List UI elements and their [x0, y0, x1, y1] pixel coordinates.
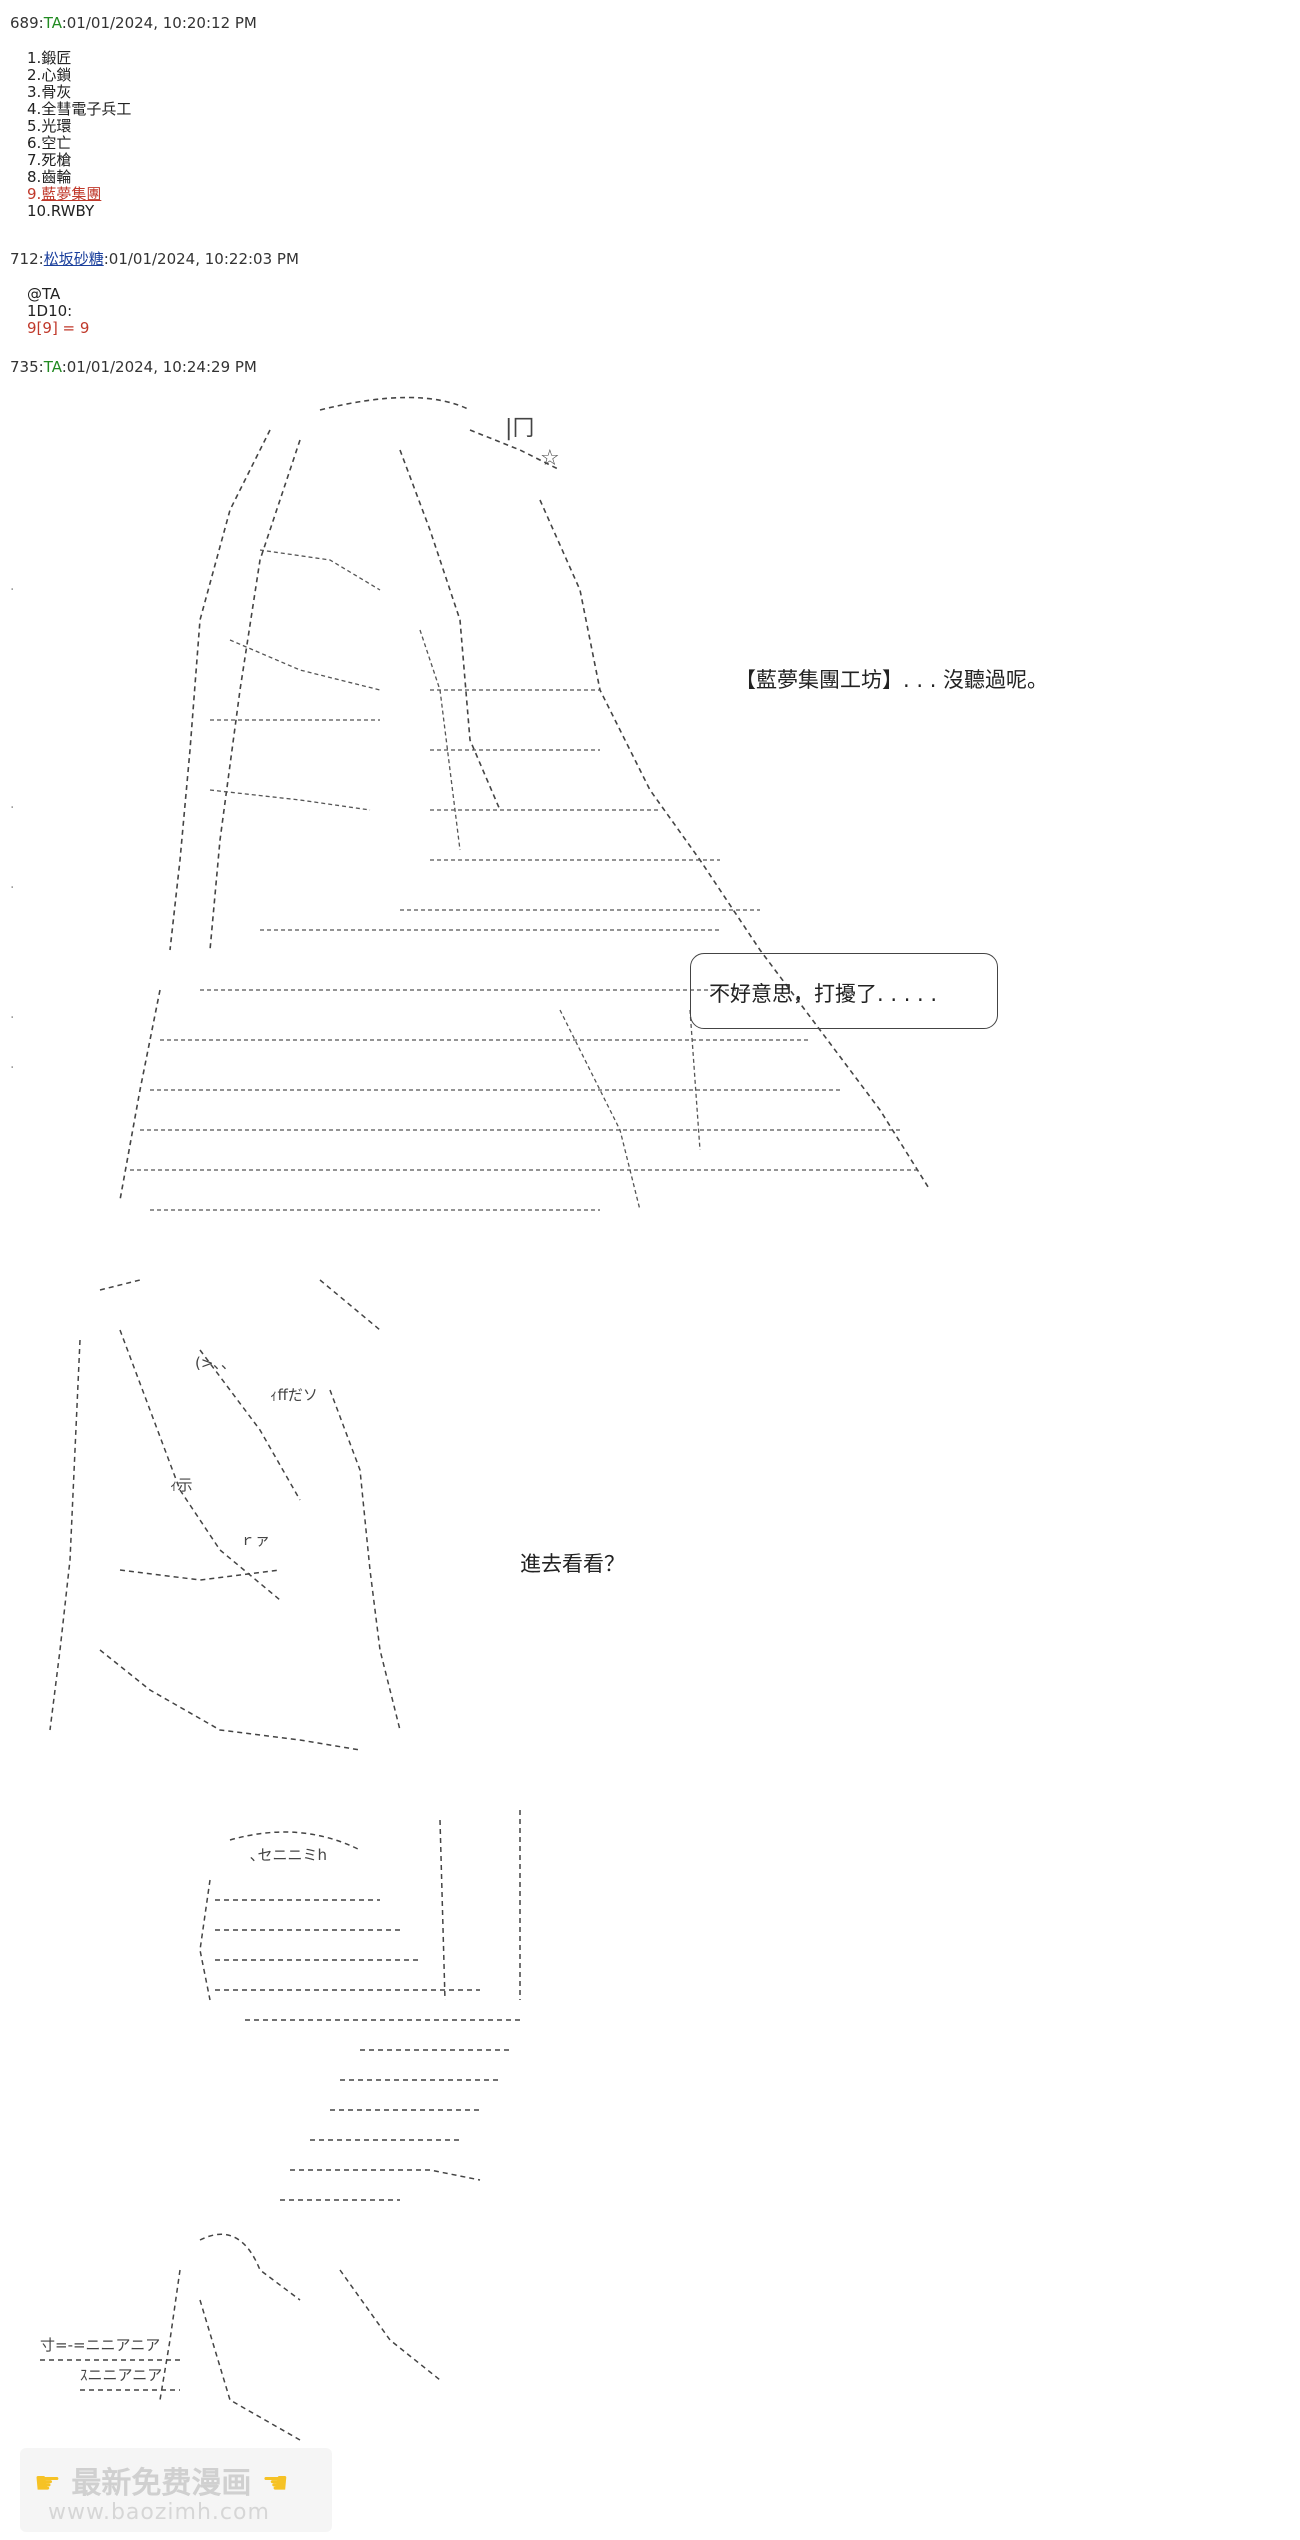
dialogue-line-3: 不好意思，打擾了. . . . .: [709, 982, 938, 1006]
option-list: 1.鍛匠 2.心鎖 3.骨灰 4.全彗電子兵工 5.光環 6.空亡 7.死槍 8…: [27, 50, 131, 220]
svg-text:ｨ示: ｨ示: [170, 1476, 193, 1494]
watermark: ☛ 最新免费漫画 ☚ www.baozimh.com: [20, 2448, 332, 2532]
margin-dot: ·: [10, 1010, 15, 1026]
ascii-art-figure-1: ☆ |冂: [119, 396, 931, 1211]
post-number: 712: [10, 250, 39, 268]
margin-dot: ·: [10, 1060, 15, 1076]
svg-text:寸=-=ニニアニア: 寸=-=ニニアニア: [40, 2336, 160, 2354]
ascii-art-figure-3: ､セニニミh 寸=-=ニニアニア ｽニニアニア: [40, 1810, 521, 2441]
svg-text:ｽニニアニア: ｽニニアニア: [80, 2366, 162, 2384]
list-item-selected: 9.藍夢集團: [27, 185, 102, 203]
post-header-712: 712:松坂砂糖:01/01/2024, 10:22:03 PM: [10, 250, 299, 268]
svg-text:ｒァ: ｒァ: [240, 1531, 270, 1549]
poster-name[interactable]: TA: [43, 14, 62, 32]
ascii-art-figure-2: (>､、 ｨffだソ ｨ示 ｒァ: [49, 1279, 401, 1751]
poster-name[interactable]: TA: [43, 358, 62, 376]
margin-dot: ·: [10, 582, 15, 598]
dialogue-line-1: 【藍夢集團工坊】. . . 沒聽過呢。: [735, 668, 1049, 692]
list-item: 7.死槍: [27, 151, 72, 169]
dialogue-line-2: 進去看看？: [520, 1552, 625, 1576]
roll-result: 9[9] = 9: [27, 319, 90, 337]
list-item: 6.空亡: [27, 134, 72, 152]
hand-icon: ☚: [261, 2466, 289, 2501]
list-item: 3.骨灰: [27, 83, 72, 101]
post-header-735: 735:TA:01/01/2024, 10:24:29 PM: [10, 358, 257, 376]
margin-dot: ·: [10, 880, 15, 896]
margin-dot: ·: [10, 800, 15, 816]
post-number: 735: [10, 358, 39, 376]
list-item: 1.鍛匠: [27, 49, 72, 67]
post-time: :01/01/2024, 10:22:03 PM: [103, 250, 299, 268]
list-item: 4.全彗電子兵工: [27, 100, 132, 118]
svg-text:､セニニミh: ､セニニミh: [250, 1846, 327, 1864]
speech-bubble: 不好意思，打擾了. . . . .: [690, 953, 998, 1029]
watermark-url: www.baozimh.com: [48, 2500, 270, 2525]
svg-text:|冂: |冂: [505, 416, 534, 441]
dice-roll: @TA 1D10: 9[9] = 9: [27, 286, 89, 337]
list-item: 5.光環: [27, 117, 72, 135]
post-header-689: 689:TA:01/01/2024, 10:20:12 PM: [10, 14, 257, 32]
hand-icon: ☛: [34, 2466, 61, 2501]
post-time: :01/01/2024, 10:20:12 PM: [61, 14, 257, 32]
list-item: 10.RWBY: [27, 202, 95, 220]
roll-expression: 1D10:: [27, 302, 73, 320]
watermark-title: ☛ 最新免费漫画 ☚: [34, 2466, 289, 2501]
svg-text:☆: ☆: [540, 446, 560, 471]
poster-name[interactable]: 松坂砂糖: [43, 250, 104, 268]
svg-text:(>､、: (>､、: [195, 1354, 236, 1372]
svg-text:ｨffだソ: ｨffだソ: [270, 1386, 318, 1404]
list-item: 8.齒輪: [27, 168, 72, 186]
post-time: :01/01/2024, 10:24:29 PM: [61, 358, 257, 376]
roll-mention: @TA: [27, 285, 61, 303]
post-number: 689: [10, 14, 39, 32]
list-item: 2.心鎖: [27, 66, 72, 84]
